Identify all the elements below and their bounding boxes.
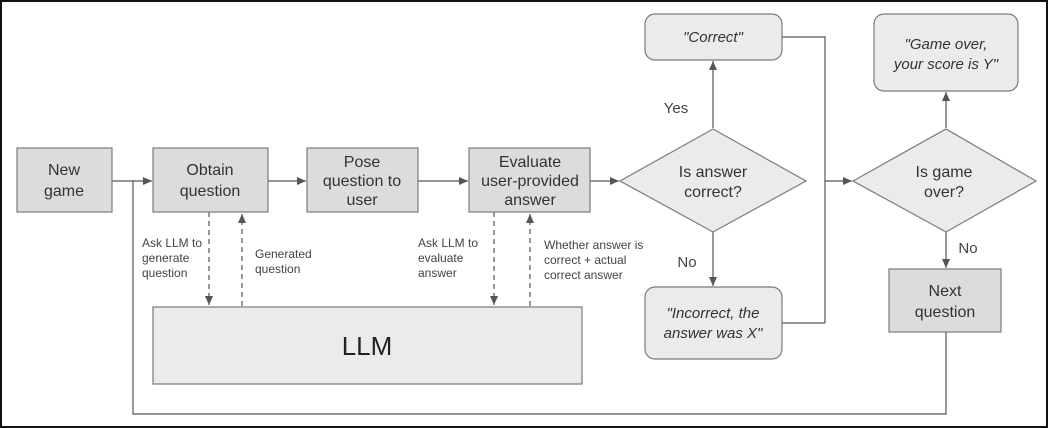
game-over-msg-line2: your score is Y" xyxy=(893,56,999,73)
label-no-answer: No xyxy=(677,254,696,271)
label-yes: Yes xyxy=(664,100,688,117)
game-over-line1: Is game xyxy=(916,164,973,181)
decision-is-game-over: Is game over? xyxy=(851,128,1038,233)
evaluate-line1: Evaluate xyxy=(499,154,561,171)
ask-generate-line1: Ask LLM to xyxy=(142,236,202,250)
ask-generate-line2: generate xyxy=(142,251,190,265)
label-no-game: No xyxy=(958,240,977,257)
game-over-line2: over? xyxy=(924,184,964,201)
label-ask-llm-generate: Ask LLM to generate question xyxy=(142,236,202,280)
node-next-question: Next question xyxy=(888,268,1002,333)
whether-line3: correct answer xyxy=(544,268,623,282)
whether-line1: Whether answer is xyxy=(544,238,643,252)
evaluate-line3: answer xyxy=(504,192,556,209)
whether-line2: correct + actual xyxy=(544,253,626,267)
llm-label: LLM xyxy=(342,331,393,361)
node-evaluate-answer: Evaluate user-provided answer xyxy=(468,147,591,213)
node-pose-question: Pose question to user xyxy=(306,147,419,213)
incorrect-line1: "Incorrect, the xyxy=(667,305,760,322)
edge-loop-back xyxy=(132,181,947,415)
ask-generate-line3: question xyxy=(142,266,187,280)
node-correct-message: "Correct" xyxy=(644,13,783,61)
edge-correct-merge xyxy=(782,36,826,323)
generated-line1: Generated xyxy=(255,247,312,261)
answer-correct-line2: correct? xyxy=(684,184,742,201)
node-llm: LLM xyxy=(152,306,583,385)
label-whether-correct: Whether answer is correct + actual corre… xyxy=(544,238,643,282)
generated-line2: question xyxy=(255,262,300,276)
decision-is-answer-correct: Is answer correct? xyxy=(618,128,808,233)
pose-line1: Pose xyxy=(344,154,381,171)
obtain-line1: Obtain xyxy=(186,162,233,179)
new-game-line2: game xyxy=(44,183,84,200)
correct-text: "Correct" xyxy=(683,29,743,46)
ask-evaluate-line1: Ask LLM to xyxy=(418,236,478,250)
ask-evaluate-line2: evaluate xyxy=(418,251,464,265)
answer-correct-line1: Is answer xyxy=(679,164,748,181)
pose-line3: user xyxy=(346,192,378,209)
ask-evaluate-line3: answer xyxy=(418,266,457,280)
incorrect-line2: answer was X" xyxy=(664,325,763,342)
new-game-line1: New xyxy=(48,162,80,179)
pose-line2: question to xyxy=(323,173,401,190)
node-game-over-message: "Game over, your score is Y" xyxy=(873,13,1019,92)
connectors xyxy=(112,36,950,415)
node-new-game: New game xyxy=(16,147,113,213)
node-obtain-question: Obtain question xyxy=(152,147,269,213)
evaluate-line2: user-provided xyxy=(481,173,579,190)
label-generated-question: Generated question xyxy=(255,247,312,276)
obtain-line2: question xyxy=(180,183,241,200)
next-question-line2: question xyxy=(915,304,976,321)
game-over-msg-line1: "Game over, xyxy=(905,36,988,53)
label-ask-llm-evaluate: Ask LLM to evaluate answer xyxy=(418,236,478,280)
next-question-line1: Next xyxy=(929,283,962,300)
node-incorrect-message: "Incorrect, the answer was X" xyxy=(644,286,783,360)
